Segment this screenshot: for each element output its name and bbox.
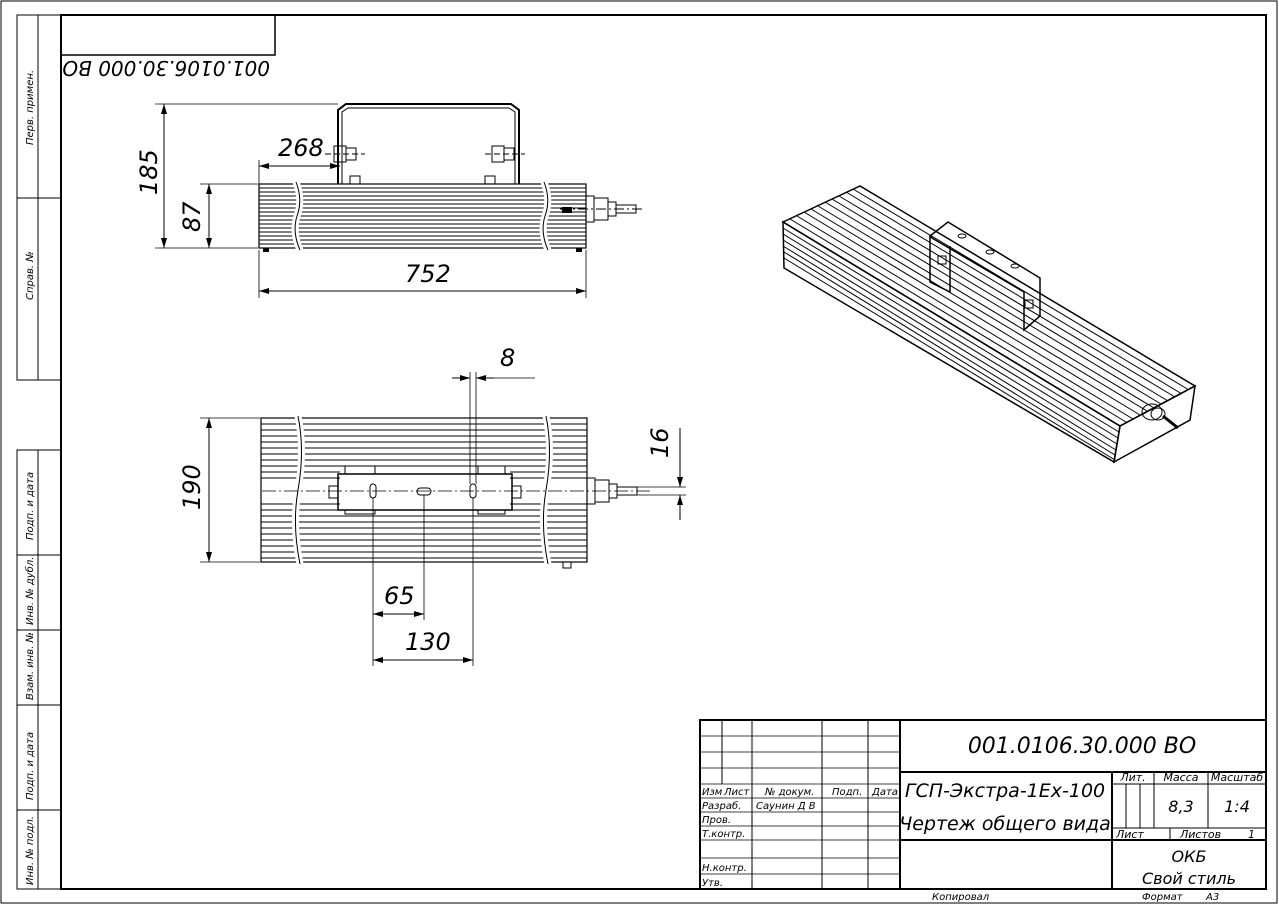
label-sprav: Справ. № bbox=[25, 251, 36, 300]
row-tkontr: Т.контр. bbox=[702, 829, 745, 840]
col-docnum: № докум. bbox=[764, 787, 814, 798]
dim-752: 752 bbox=[405, 260, 451, 288]
left-strip-labels: Перв. примен. Справ. № Подп. и дата Инв.… bbox=[24, 70, 36, 885]
title-block-text: 001.0106.30.000 ВО ГСП-Экстра-1Ex-100 Че… bbox=[702, 734, 1263, 889]
product-name: ГСП-Экстра-1Ex-100 bbox=[905, 780, 1105, 802]
row-nkontr: Н.контр. bbox=[702, 863, 747, 874]
col-izm: Изм bbox=[702, 787, 723, 798]
row-prov: Пров. bbox=[702, 815, 731, 826]
sheets-value: 1 bbox=[1248, 828, 1255, 841]
top-view-dimensions bbox=[200, 372, 686, 666]
drawing-type: Чертеж общего вида bbox=[899, 813, 1111, 835]
dim-185: 185 bbox=[135, 149, 163, 195]
org-line1: ОКБ bbox=[1172, 847, 1207, 866]
mirrored-code-box: 001.0106.30.000 ВО bbox=[60, 14, 276, 80]
row-razrab: Разраб. bbox=[702, 800, 741, 812]
label-perv-primen: Перв. примен. bbox=[25, 70, 36, 145]
sheet-label: Лист bbox=[1115, 828, 1144, 841]
label-vzam-inv: Взам. инв. № bbox=[25, 632, 36, 700]
doc-code: 001.0106.30.000 ВО bbox=[968, 734, 1196, 759]
side-view-dimensions bbox=[155, 103, 587, 298]
dim-130: 130 bbox=[405, 628, 451, 656]
label-inv-podl: Инв. № подл. bbox=[25, 816, 36, 885]
side-view bbox=[258, 103, 645, 252]
isometric-view bbox=[781, 185, 1197, 464]
dim-65: 65 bbox=[384, 582, 415, 610]
dim-87: 87 bbox=[178, 201, 206, 232]
org-line2: Свой стиль bbox=[1142, 869, 1236, 888]
lit-label: Лит. bbox=[1119, 771, 1145, 784]
footer-copied: Копировал bbox=[932, 892, 990, 903]
title-block-grid bbox=[699, 719, 1267, 890]
masshtab-label: Масштаб bbox=[1211, 771, 1263, 784]
footer-format-value: А3 bbox=[1205, 892, 1219, 903]
label-inv-dubl: Инв. № дубл. bbox=[24, 557, 36, 625]
col-list: Лист bbox=[723, 787, 751, 798]
masshtab-value: 1:4 bbox=[1224, 797, 1250, 816]
label-podp-data-1: Подп. и дата bbox=[25, 472, 36, 540]
col-podp: Подп. bbox=[832, 787, 862, 798]
footer-format-label: Формат bbox=[1142, 892, 1184, 903]
label-podp-data-2: Подп. и дата bbox=[25, 732, 36, 800]
dim-268: 268 bbox=[278, 134, 324, 162]
massa-label: Масса bbox=[1163, 771, 1198, 784]
dim-8: 8 bbox=[500, 344, 515, 372]
dim-190: 190 bbox=[178, 464, 206, 510]
razrab-name: Саунин Д В bbox=[756, 801, 816, 812]
massa-value: 8,3 bbox=[1168, 797, 1193, 816]
mirrored-code: 001.0106.30.000 ВО bbox=[62, 56, 270, 80]
row-utv: Утв. bbox=[702, 878, 723, 889]
col-data: Дата bbox=[871, 787, 898, 798]
dim-16: 16 bbox=[646, 427, 674, 458]
top-view bbox=[260, 415, 650, 569]
sheets-label: Листов bbox=[1179, 828, 1221, 841]
